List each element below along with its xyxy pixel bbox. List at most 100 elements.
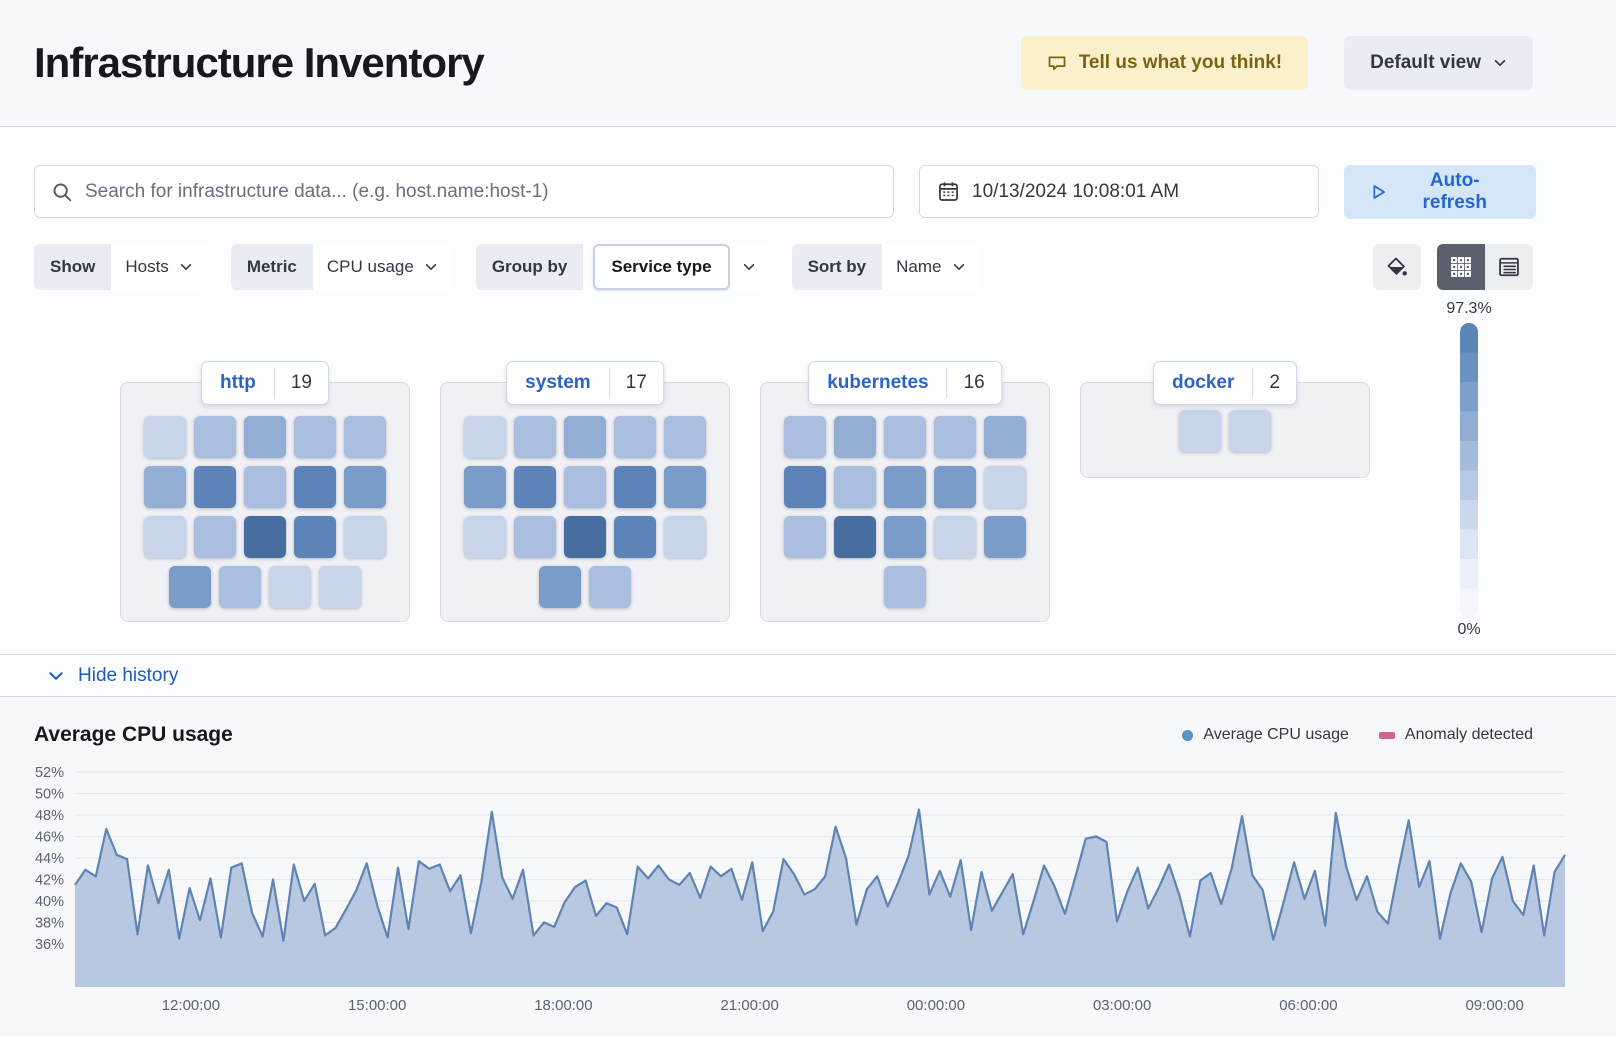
feedback-label: Tell us what you think! [1078, 52, 1283, 73]
host-cell[interactable] [344, 466, 386, 508]
host-cell[interactable] [514, 416, 556, 458]
host-cell[interactable] [984, 516, 1026, 558]
table-view-button[interactable] [1485, 244, 1533, 290]
view-selector-button[interactable]: Default view [1344, 36, 1533, 90]
date-picker[interactable]: 10/13/2024 10:08:01 AM [919, 165, 1319, 218]
group-by-control[interactable]: Group by Service type [475, 244, 768, 290]
host-cell[interactable] [834, 416, 876, 458]
host-cell[interactable] [564, 416, 606, 458]
host-cell[interactable] [614, 466, 656, 508]
play-icon [1373, 185, 1385, 199]
host-cell[interactable] [589, 566, 631, 608]
group-badge[interactable]: kubernetes 16 [808, 361, 1002, 405]
group-badge[interactable]: system 17 [506, 361, 664, 405]
host-cell[interactable] [219, 566, 261, 608]
group-badge[interactable]: http 19 [200, 361, 330, 405]
host-cell[interactable] [464, 416, 506, 458]
history-toggle[interactable]: Hide history [0, 655, 1616, 697]
grid-icon [1451, 257, 1471, 277]
group-badge[interactable]: docker 2 [1153, 361, 1297, 405]
auto-refresh-button[interactable]: Auto-refresh [1344, 165, 1536, 219]
host-cell[interactable] [934, 416, 976, 458]
sort-by-control[interactable]: Sort by Name [791, 244, 980, 290]
legend-dot-icon [1182, 729, 1194, 741]
host-cell[interactable] [664, 416, 706, 458]
host-cell[interactable] [194, 516, 236, 558]
sort-by-label: Sort by [791, 244, 883, 290]
badge-divider [273, 368, 275, 398]
sort-by-value: Name [896, 257, 942, 276]
chart-title: Average CPU usage [34, 723, 233, 746]
host-cell[interactable] [784, 416, 826, 458]
group-card-system: system 17 [440, 361, 730, 622]
host-cell[interactable] [194, 416, 236, 458]
host-cell[interactable] [664, 516, 706, 558]
group-card-http: http 19 [120, 361, 410, 622]
host-cell[interactable] [169, 566, 211, 608]
host-cell[interactable] [464, 516, 506, 558]
host-cell[interactable] [614, 516, 656, 558]
host-cell[interactable] [244, 466, 286, 508]
host-cell[interactable] [934, 466, 976, 508]
host-cell[interactable] [834, 466, 876, 508]
feedback-button[interactable]: Tell us what you think! [1020, 36, 1309, 90]
group-name: kubernetes [827, 372, 929, 393]
page-header: Infrastructure Inventory Tell us what yo… [0, 0, 1616, 127]
host-cell[interactable] [984, 466, 1026, 508]
host-cell[interactable] [984, 416, 1026, 458]
legend-item-avg-cpu[interactable]: Average CPU usage [1182, 726, 1349, 744]
grid-view-button[interactable] [1437, 244, 1485, 290]
host-cell[interactable] [934, 516, 976, 558]
host-cell[interactable] [144, 416, 186, 458]
show-control[interactable]: Show Hosts [34, 244, 207, 290]
show-value: Hosts [125, 257, 169, 276]
waffle-row [884, 566, 926, 608]
host-cell[interactable] [294, 416, 336, 458]
x-axis-tick: 00:00:00 [907, 997, 965, 1014]
host-cell[interactable] [784, 516, 826, 558]
host-cell[interactable] [194, 466, 236, 508]
y-axis-tick: 48% [35, 808, 64, 824]
waffle-row [464, 466, 706, 508]
host-cell[interactable] [319, 566, 361, 608]
host-cell[interactable] [344, 416, 386, 458]
group-by-value[interactable]: Service type [593, 244, 730, 290]
host-cell[interactable] [244, 516, 286, 558]
host-cell[interactable] [344, 516, 386, 558]
host-cell[interactable] [144, 466, 186, 508]
x-axis-tick: 09:00:00 [1465, 997, 1523, 1014]
host-cell[interactable] [464, 466, 506, 508]
host-cell[interactable] [564, 466, 606, 508]
host-cell[interactable] [664, 466, 706, 508]
host-cell[interactable] [884, 566, 926, 608]
host-cell[interactable] [144, 516, 186, 558]
host-cell[interactable] [1229, 410, 1271, 452]
host-cell[interactable] [244, 416, 286, 458]
host-cell[interactable] [884, 516, 926, 558]
legend-bar-icon [1378, 731, 1395, 739]
y-axis-tick: 46% [35, 830, 64, 846]
x-axis-tick: 03:00:00 [1093, 997, 1151, 1014]
host-cell[interactable] [564, 516, 606, 558]
host-cell[interactable] [514, 466, 556, 508]
host-cell[interactable] [269, 566, 311, 608]
host-cell[interactable] [884, 416, 926, 458]
legend-item-anomaly[interactable]: Anomaly detected [1378, 726, 1533, 744]
search-icon [53, 182, 72, 201]
host-cell[interactable] [294, 516, 336, 558]
host-cell[interactable] [539, 566, 581, 608]
chevron-down-icon [49, 671, 63, 680]
host-cell[interactable] [784, 466, 826, 508]
y-axis-tick: 36% [35, 937, 64, 953]
metric-control[interactable]: Metric CPU usage [230, 244, 452, 290]
host-cell[interactable] [884, 466, 926, 508]
host-cell[interactable] [514, 516, 556, 558]
host-cell[interactable] [834, 516, 876, 558]
search-input[interactable] [85, 180, 877, 203]
show-label: Show [34, 244, 112, 290]
host-cell[interactable] [1179, 410, 1221, 452]
color-palette-button[interactable] [1373, 244, 1421, 290]
host-cell[interactable] [294, 466, 336, 508]
host-cell[interactable] [614, 416, 656, 458]
